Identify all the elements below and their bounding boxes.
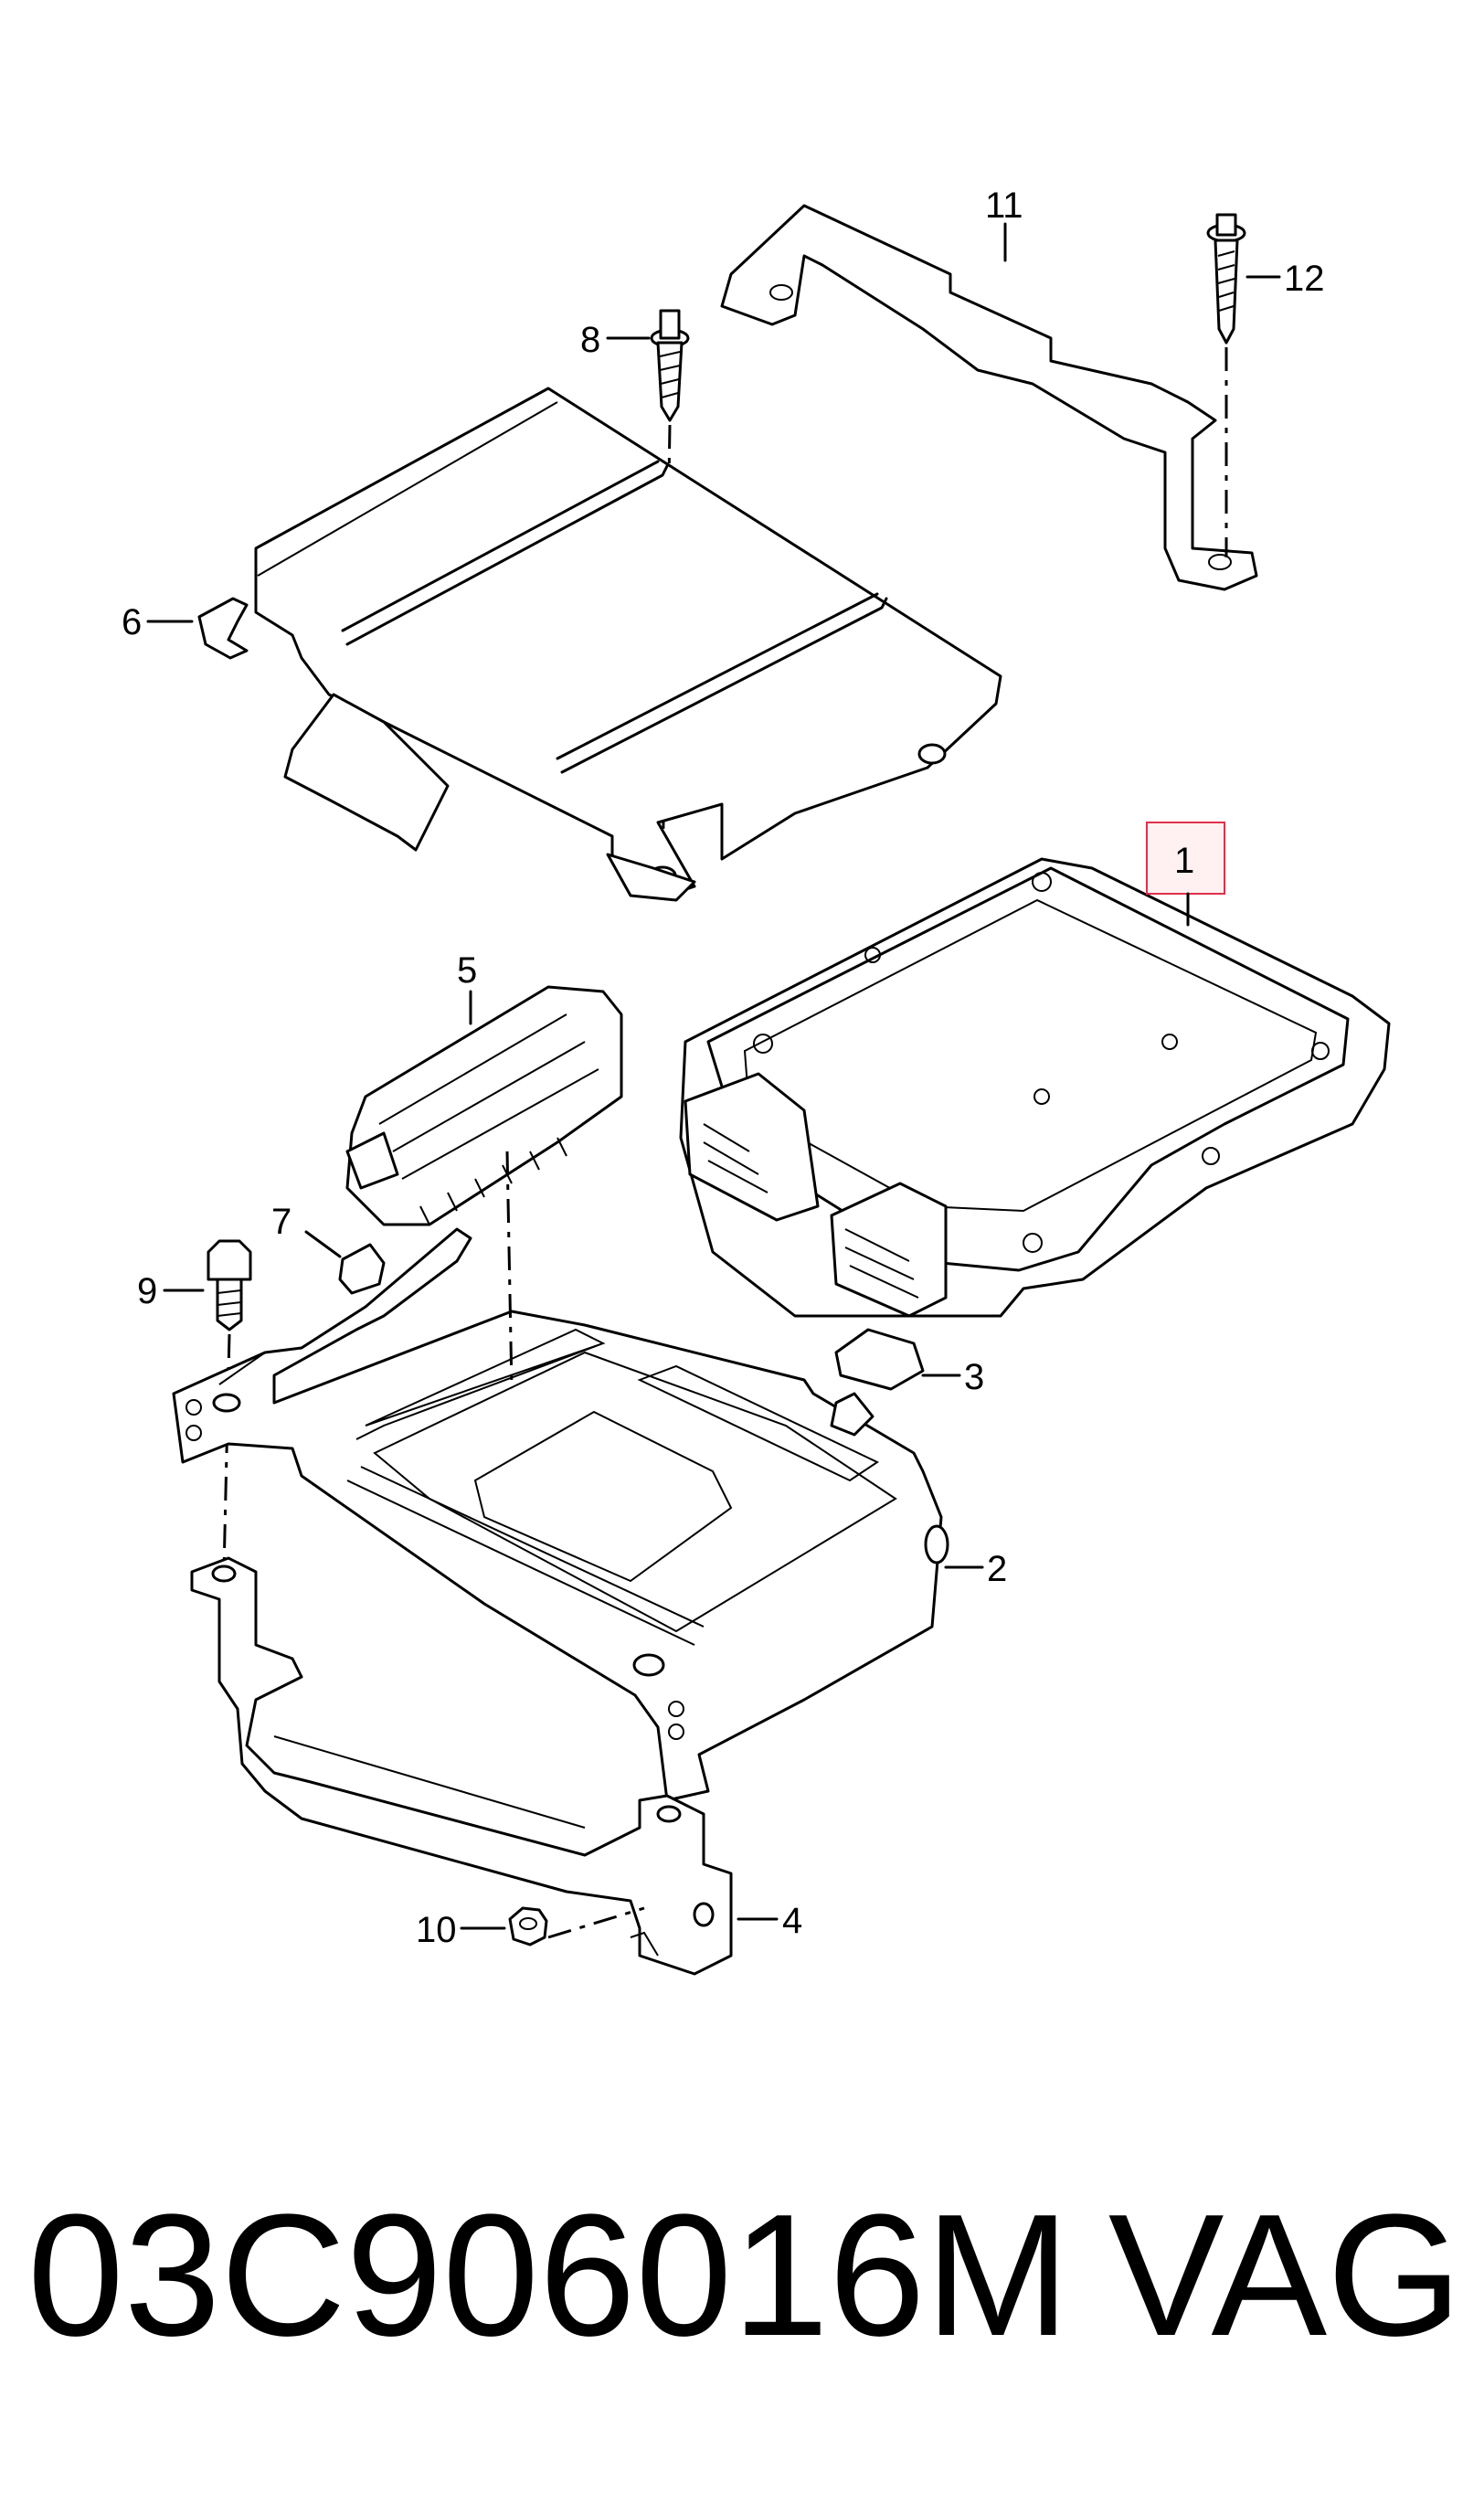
part-4-lower-bracket [190, 1556, 733, 1976]
part-7-clip [338, 1243, 386, 1295]
part-cover-plate [254, 387, 1002, 902]
callout-9: 9 [137, 1271, 157, 1311]
callout-10: 10 [416, 1910, 457, 1950]
callout-12: 12 [1284, 259, 1325, 299]
callout-11: 11 [985, 186, 1023, 226]
callout-4: 4 [782, 1901, 802, 1941]
callout-7: 7 [271, 1202, 292, 1242]
part-11-bracket [720, 204, 1258, 591]
part-5-connector [345, 985, 623, 1226]
callout-5: 5 [457, 950, 477, 991]
part-6-clip [197, 597, 249, 660]
part-2-mounting-tray [172, 1227, 949, 1802]
axis-9 [222, 1333, 231, 1573]
callout-1: 1 [1174, 841, 1194, 881]
callout-1-highlight [1146, 822, 1225, 895]
callout-3: 3 [964, 1357, 984, 1397]
footer-label: 03C906016M VAG [27, 2157, 1462, 2394]
callout-2: 2 [987, 1549, 1007, 1589]
leader-7 [304, 1230, 342, 1258]
axis-10 [547, 1906, 645, 1939]
part-3-pad [834, 1328, 925, 1391]
part-1-control-unit [679, 857, 1391, 1318]
callout-6: 6 [122, 602, 142, 642]
part-8-screw [650, 309, 690, 422]
brand-text: VAG [1108, 2179, 1462, 2372]
part-12-screw [1206, 213, 1246, 345]
axis-connector [505, 1151, 514, 1390]
part-number-text: 03C906016M [27, 2179, 1070, 2372]
part-9-bolt [207, 1239, 252, 1331]
part-10-nut [508, 1906, 548, 1946]
callout-8: 8 [580, 320, 600, 360]
